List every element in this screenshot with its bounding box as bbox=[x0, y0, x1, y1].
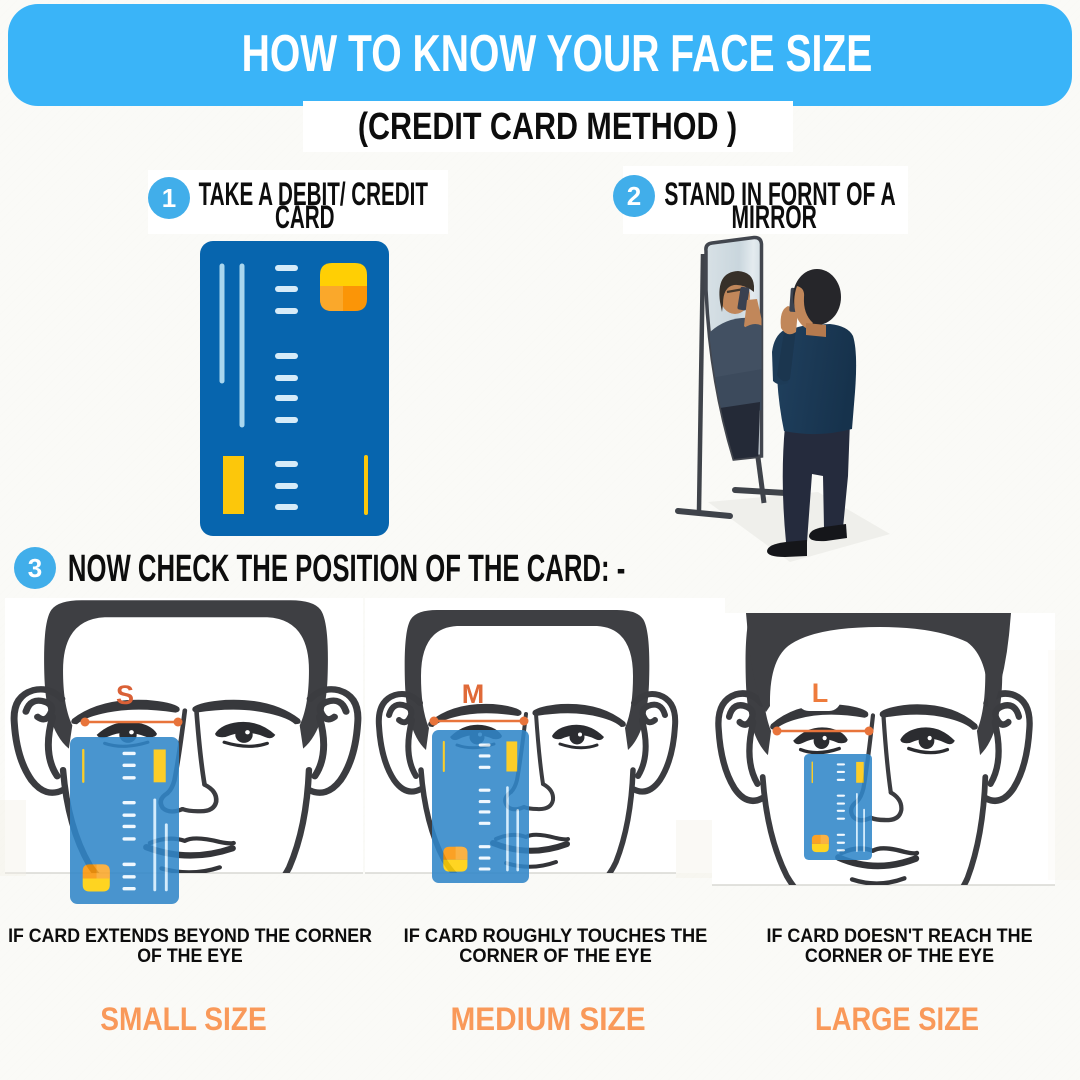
svg-text:M: M bbox=[462, 679, 485, 709]
svg-text:S: S bbox=[116, 680, 134, 710]
svg-text:L: L bbox=[812, 678, 829, 708]
